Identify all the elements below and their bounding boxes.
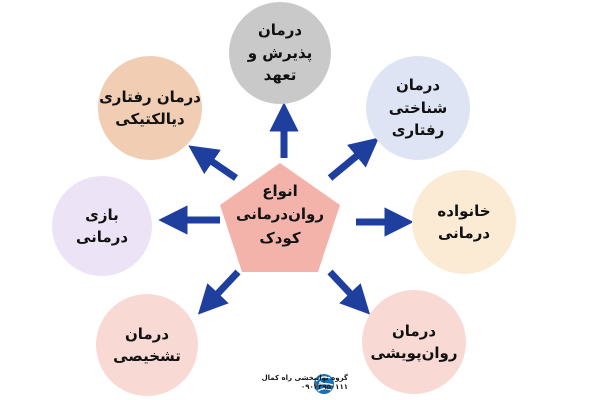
arrow-to-diagnostic (197, 269, 241, 315)
node-acceptance-commitment-therapy: درمان پذیرش و تعهد (229, 2, 331, 104)
node-label-line: خانواده (437, 201, 491, 220)
node-label-line: درمان (124, 324, 170, 343)
node-label-line: رفتاری (391, 121, 445, 140)
node-label-line: درمان (257, 21, 303, 40)
brain-globe-logo-icon (314, 374, 334, 394)
footer-organization-name: گروه توانبخشی راه کمال (261, 374, 348, 382)
node-label-line: درمانی (75, 228, 129, 246)
node-label-line: درمان (395, 76, 441, 95)
footer-credit: گروه توانبخشی راه کمال ۰۹۰۲۳۹۵۰۱۱۱ (222, 374, 348, 393)
center-title-line: کودک (259, 228, 301, 247)
center-pentagon (220, 163, 340, 272)
node-label-line: روان‌پویشی (370, 344, 458, 362)
node-diagnostic-therapy: درمان تشخیصی (96, 294, 198, 396)
node-label-line: درمانی (437, 224, 491, 242)
node-cognitive-behavioral-therapy: درمان شناختی رفتاری (366, 56, 470, 160)
node-label-line: پذیرش و (247, 43, 313, 62)
node-family-therapy: خانواده درمانی (412, 170, 516, 274)
node-psychodynamic-therapy: درمان روان‌پویشی (362, 290, 466, 394)
node-label-line: درمان (391, 321, 437, 340)
arrow-to-dialectical-behavior (188, 145, 238, 181)
node-label-line: تعهد (263, 66, 297, 85)
node-label-line: درمان رفتاری (99, 87, 201, 106)
center-title: انواع روان‌درمانی کودک (215, 175, 345, 255)
arrow-to-cognitive-behavioral (327, 137, 380, 181)
node-label-line: بازی (85, 205, 119, 224)
node-label-line: شناختی (388, 98, 448, 117)
node-dialectical-behavior-therapy: درمان رفتاری دیالکتیکی (98, 56, 202, 160)
footer-phone-number: ۰۹۰۲۳۹۵۰۱۱۱ (301, 383, 348, 392)
node-label-line: دیالکتیکی (115, 110, 185, 128)
node-label-line: تشخیصی (113, 347, 181, 365)
center-title-line: انواع (262, 182, 298, 201)
arrow-to-psychodynamic (327, 269, 371, 315)
center-title-line: روان‌درمانی (236, 205, 324, 224)
node-play-therapy: بازی درمانی (52, 176, 152, 276)
